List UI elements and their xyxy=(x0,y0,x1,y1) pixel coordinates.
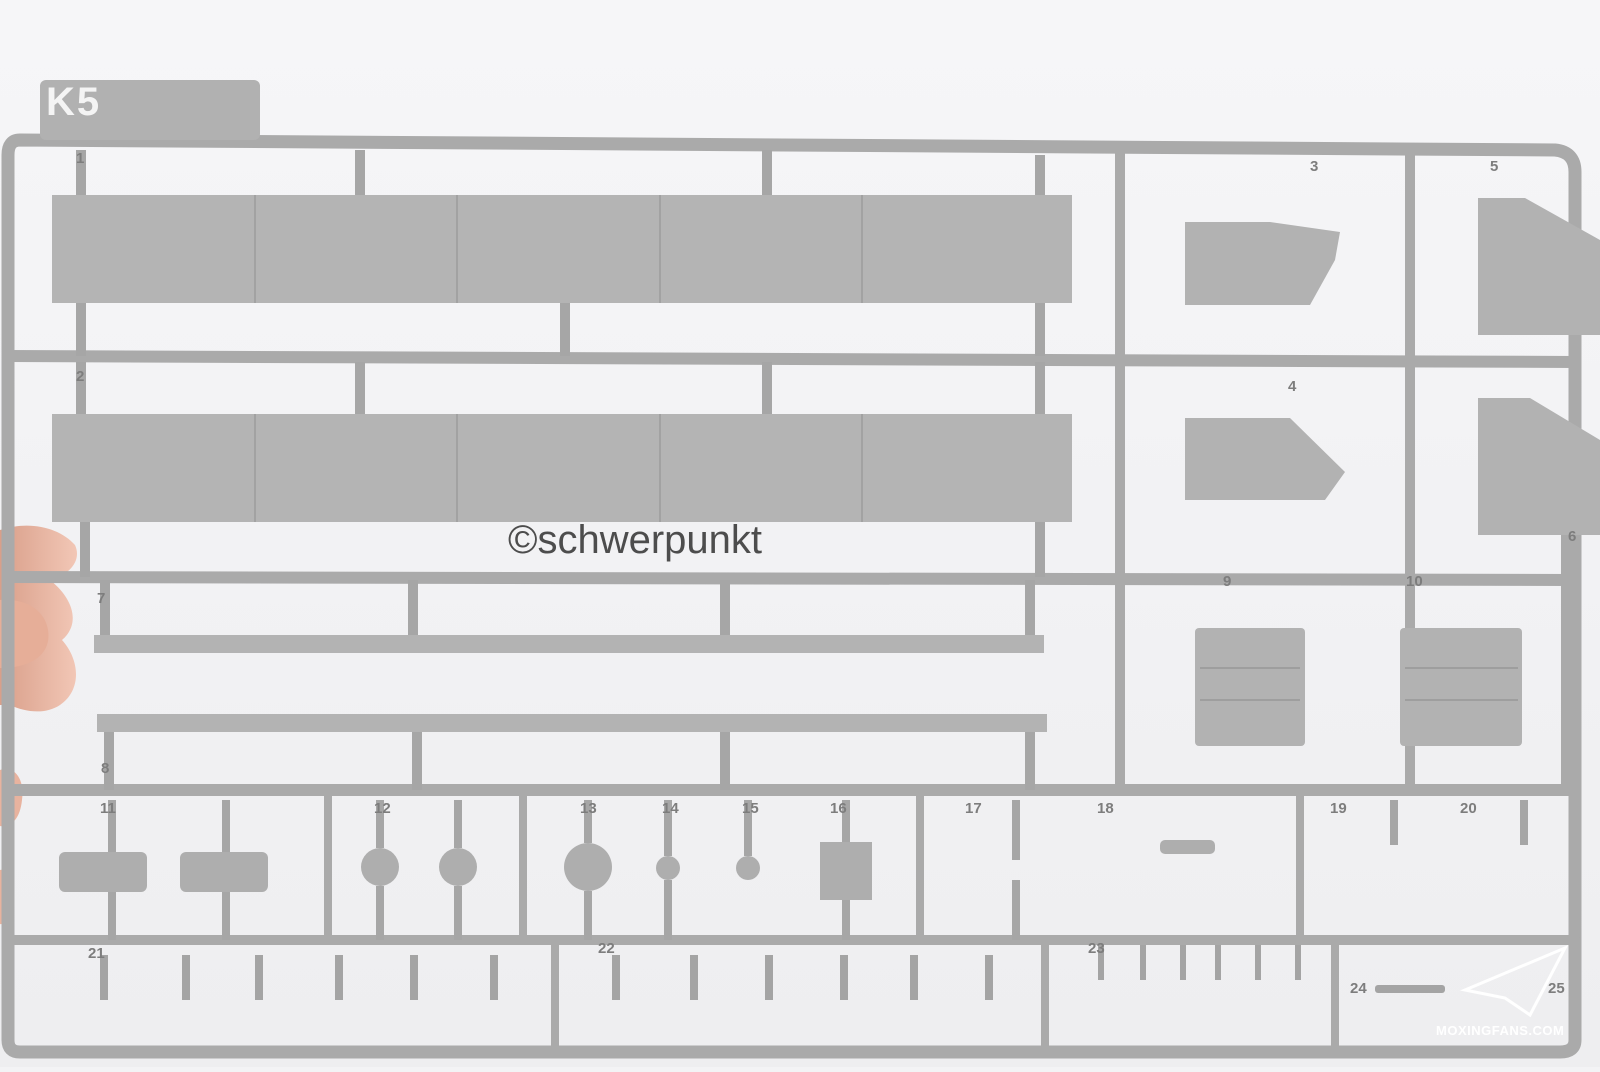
part-8-strip xyxy=(97,714,1047,732)
part-number: 14 xyxy=(662,800,679,817)
sprue-tag-plate xyxy=(40,80,260,140)
part-9 xyxy=(1195,628,1305,746)
small-parts xyxy=(59,840,1215,900)
part-2-panel xyxy=(52,414,1072,522)
part-number: 8 xyxy=(101,760,110,777)
part-number: 6 xyxy=(1568,528,1577,545)
part-number: 18 xyxy=(1097,800,1114,817)
part-6 xyxy=(1478,398,1600,535)
sprue-frame xyxy=(1,133,1582,1059)
part-10 xyxy=(1400,628,1522,746)
part-number: 16 xyxy=(830,800,847,817)
part-number: 25 xyxy=(1548,980,1565,997)
part-7-strip xyxy=(94,635,1044,653)
part-4 xyxy=(1185,418,1345,500)
part-number: 20 xyxy=(1460,800,1477,817)
part-number: 17 xyxy=(965,800,982,817)
watermark: ©schwerpunkt xyxy=(508,518,763,562)
part-number: 13 xyxy=(580,800,597,817)
part-number: 23 xyxy=(1088,940,1105,957)
gates xyxy=(76,150,1045,790)
part-number: 22 xyxy=(598,940,615,957)
sprue-tag: K5 xyxy=(46,80,102,124)
site-logo: MOXINGFANS.COM xyxy=(1436,1023,1565,1038)
part-number: 3 xyxy=(1310,158,1319,175)
part-number: 5 xyxy=(1490,158,1499,175)
part-number: 11 xyxy=(100,800,116,817)
part-number: 7 xyxy=(97,590,106,607)
part-number: 15 xyxy=(742,800,759,817)
bottom-hooks xyxy=(100,945,1445,1000)
part-number: 24 xyxy=(1350,980,1367,997)
part-number: 19 xyxy=(1330,800,1347,817)
paper-plane-icon xyxy=(1459,945,1569,1018)
part-5 xyxy=(1478,198,1600,335)
part-3 xyxy=(1185,222,1340,305)
part-number: 12 xyxy=(374,800,391,817)
part-number: 9 xyxy=(1223,573,1232,590)
part-number: 10 xyxy=(1406,573,1423,590)
part-number: 2 xyxy=(76,368,85,385)
part-number: 4 xyxy=(1288,378,1297,395)
part-1-panel xyxy=(52,195,1072,303)
part-number: 1 xyxy=(76,150,85,167)
part-number: 21 xyxy=(88,945,105,962)
